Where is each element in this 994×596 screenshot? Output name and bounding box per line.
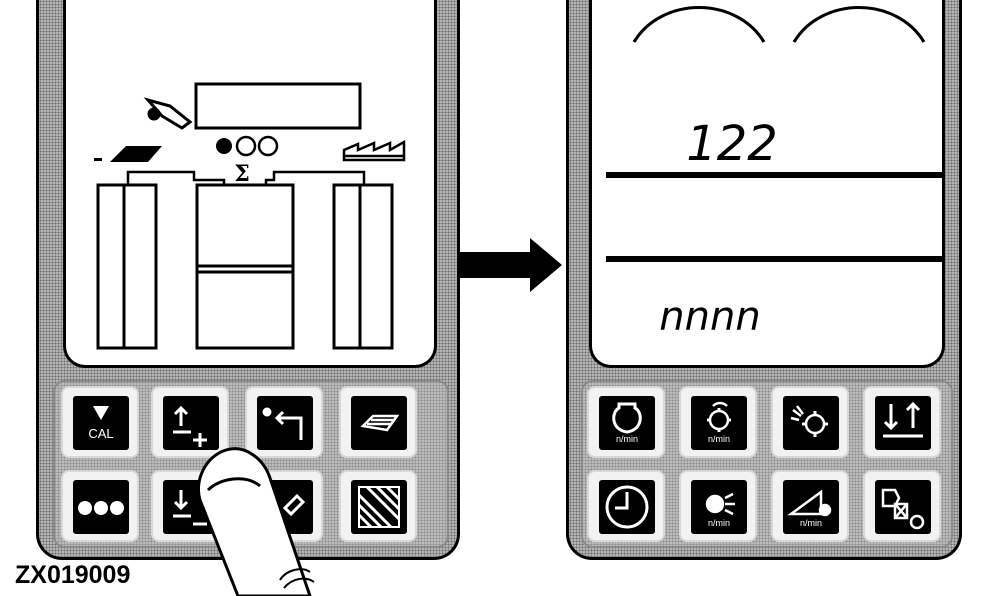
blower-icon	[705, 492, 735, 516]
speed-icon	[787, 489, 832, 517]
hatched-square-icon	[357, 485, 401, 529]
display-value: 122	[686, 116, 778, 172]
rotor-rpm-button[interactable]: n/min	[679, 386, 757, 458]
three-dots-icon	[78, 501, 124, 515]
drive-gears-icon	[881, 488, 925, 530]
left-display: Σ	[63, 0, 437, 368]
clock-icon	[605, 485, 649, 529]
display-placeholder: nnnn	[659, 294, 760, 340]
fan-rpm-button[interactable]: n/min	[679, 470, 757, 542]
transition-arrow-icon	[458, 238, 562, 292]
hours-button[interactable]	[587, 470, 665, 542]
rotor-icon	[707, 401, 731, 432]
cal-button[interactable]: CAL	[61, 386, 139, 458]
pen-icon	[282, 493, 306, 517]
return-button[interactable]	[245, 386, 323, 458]
fan-rpm-label: n/min	[707, 518, 730, 528]
gauge-arc-right	[792, 6, 926, 43]
increase-button[interactable]	[151, 386, 229, 458]
ground-speed-button[interactable]: n/min	[771, 470, 849, 542]
arrows-level-icon	[883, 401, 923, 438]
fan-gear-icon	[790, 405, 828, 437]
bar-middle	[195, 183, 295, 350]
engine-icon	[612, 402, 642, 434]
right-device: 122 nnnn n/min n/min	[566, 0, 962, 560]
arrow-down-minus-icon	[173, 490, 207, 526]
engine-rpm-button[interactable]: n/min	[587, 386, 665, 458]
finger-icon	[197, 447, 315, 596]
right-keypad: n/min n/min	[581, 380, 953, 548]
menu-button[interactable]	[61, 470, 139, 542]
figure-id: ZX019009	[15, 561, 131, 589]
drive-button[interactable]	[863, 470, 941, 542]
triangle-down-icon	[93, 406, 109, 420]
header-field	[194, 82, 362, 130]
rotor-rpm-label: n/min	[707, 434, 730, 444]
bar-left	[96, 183, 158, 350]
wrench-icon	[143, 97, 193, 130]
height-button[interactable]	[863, 386, 941, 458]
cleaning-button[interactable]	[771, 386, 849, 458]
return-arrow-icon	[262, 407, 303, 440]
engine-rpm-label: n/min	[615, 434, 638, 444]
right-display: 122 nnnn	[589, 0, 945, 368]
indicator-circles	[216, 135, 279, 157]
ground-speed-label: n/min	[799, 518, 822, 528]
bar-right	[332, 183, 394, 350]
sigma-symbol: Σ	[234, 161, 250, 187]
gauge-arc-left	[632, 6, 766, 43]
cal-label: CAL	[88, 426, 114, 441]
field-icon	[94, 146, 162, 162]
field-area-icon	[360, 414, 400, 432]
divider-top	[606, 172, 944, 178]
pattern-button[interactable]	[339, 470, 417, 542]
divider-bottom	[606, 256, 944, 262]
factory-icon	[342, 139, 406, 162]
arrow-up-plus-icon	[173, 405, 207, 447]
connector-lines	[126, 170, 366, 185]
area-button[interactable]	[339, 386, 417, 458]
